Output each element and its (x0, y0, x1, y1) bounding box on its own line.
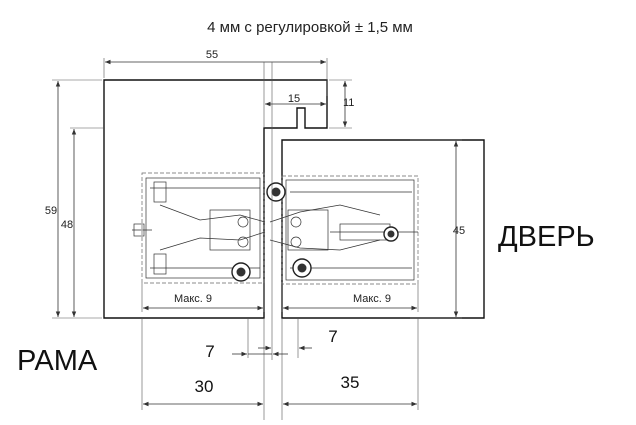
dim-45: 45 (410, 139, 465, 319)
frame-outline (103, 79, 328, 319)
depth-35-label: 35 (341, 373, 360, 392)
dim-11: 11 (329, 79, 354, 129)
gap-right-dim: 7 (258, 327, 338, 351)
dim-55-label: 55 (206, 49, 218, 61)
depth-30-label: 30 (195, 377, 214, 396)
hinge-right-housing (266, 175, 419, 285)
depth-35-dim: 35 (283, 373, 417, 407)
max-right-dim: Макс. 9 (281, 284, 419, 312)
max-left-label: Макс. 9 (174, 293, 212, 305)
dim-55: 55 (103, 49, 328, 78)
dim-59: 59 (45, 79, 102, 319)
depth-30-dim: 30 (143, 377, 263, 407)
gap-left-label: 7 (205, 342, 214, 361)
gap-right-label: 7 (328, 327, 337, 346)
dim-11-label: 11 (343, 97, 354, 109)
dim-48-label: 48 (61, 219, 73, 231)
hinge-left-housing (132, 172, 266, 284)
dim-45-label: 45 (453, 225, 465, 237)
dim-48: 48 (61, 127, 104, 317)
dim-15-label: 15 (288, 93, 300, 105)
dim-59-label: 59 (45, 205, 57, 217)
max-right-label: Макс. 9 (353, 293, 391, 305)
dim-15: 15 (263, 62, 328, 128)
drawing-title: 4 мм с регулировкой ± 1,5 мм (207, 19, 413, 36)
gap-left-dim: 7 (205, 342, 288, 361)
frame-label: РАМА (17, 345, 98, 377)
max-left-dim: Макс. 9 (141, 283, 265, 312)
door-label: ДВЕРЬ (498, 221, 595, 253)
